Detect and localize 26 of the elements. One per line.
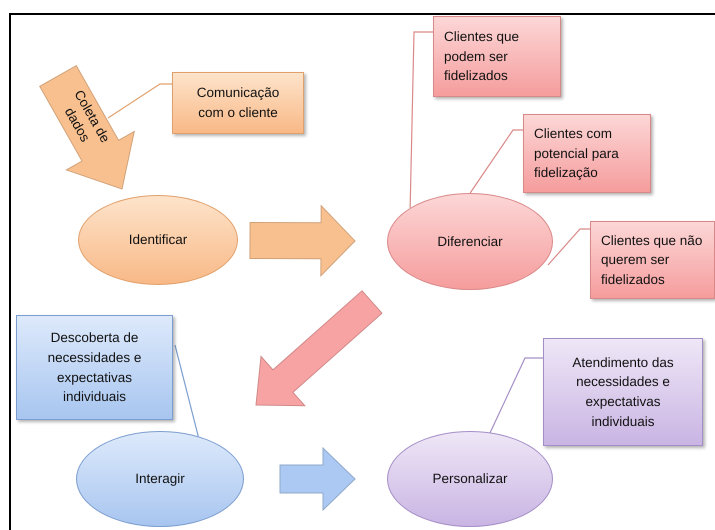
leader-line — [108, 83, 172, 118]
node-label: Interagir — [135, 470, 185, 488]
note-box — [172, 72, 304, 134]
leader-line — [548, 228, 590, 266]
node-label: Clientes com potencial para fidelização — [534, 125, 620, 182]
note-box — [523, 114, 651, 193]
note-box — [16, 315, 173, 420]
block-arrow — [39, 64, 135, 190]
node-label: Identificar — [128, 231, 188, 250]
node-label: Atendimento das necessidades e expectativas individuais — [571, 354, 675, 431]
note-box — [433, 16, 561, 97]
leader-line — [490, 357, 543, 433]
node-label: Descoberta de necessidades e expectativas individuais — [46, 329, 142, 406]
note-box — [543, 338, 703, 446]
leader-line — [410, 31, 433, 208]
leader-line — [470, 129, 523, 194]
note-box — [590, 221, 715, 299]
block-arrow — [280, 446, 356, 512]
node-label: Clientes que podem ser fidelizados — [444, 28, 520, 86]
node-label: Comunicação com o cliente — [196, 84, 280, 122]
node-label: Clientes que não querem ser fidelizados — [601, 232, 704, 289]
node-label: Diferenciar — [437, 232, 503, 251]
leader-line — [174, 344, 199, 436]
block-arrow — [249, 204, 356, 278]
block-arrow — [255, 290, 383, 406]
node-label: Personalizar — [432, 470, 508, 488]
